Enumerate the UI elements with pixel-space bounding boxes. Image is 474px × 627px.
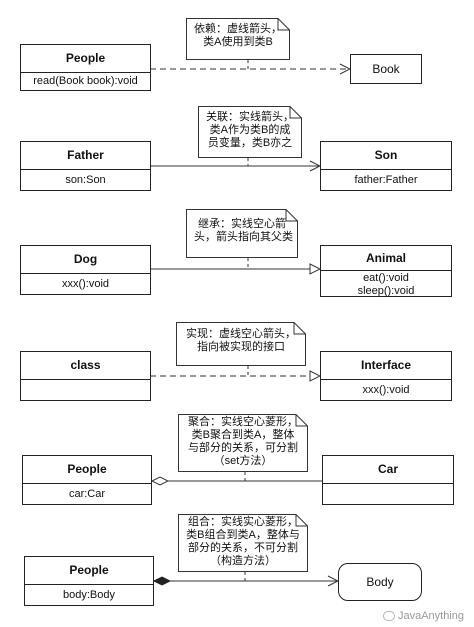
note-line: （set方法） (213, 455, 273, 467)
note-line: 员变量，类B亦之 (207, 137, 293, 149)
note-line: 类B聚合到类A，整体 (191, 429, 295, 441)
note-line: 与部分的关系，可分割 (188, 442, 298, 454)
class-attribute: son:Son (65, 174, 106, 186)
class-name: Book (372, 62, 400, 76)
note-line: 组合：实线实心菱形， (188, 516, 298, 528)
dog-class: Dog xxx():void (20, 245, 151, 295)
aggregation-note: 聚合：实线空心菱形， 类B聚合到类A，整体 与部分的关系，可分割 （set方法） (178, 414, 308, 472)
class-name: Dog (21, 246, 150, 274)
aggregation-diamond (150, 476, 170, 486)
class-attributes: eat():void sleep():void (321, 271, 451, 298)
note-line: 依赖：虚线箭头， (194, 23, 282, 35)
watermark-text: JavaAnything (397, 610, 464, 622)
car-class: Car (322, 455, 454, 505)
father-class: Father son:Son (20, 141, 151, 191)
note-fold-icon (293, 322, 306, 335)
body-class: Body (338, 563, 422, 601)
class-attributes: father:Father (321, 170, 451, 187)
class-attribute: eat():void (363, 272, 409, 284)
class-name: People (21, 45, 150, 73)
class-name: Animal (321, 246, 451, 271)
class-attributes (323, 484, 453, 487)
class-attributes: son:Son (21, 170, 150, 187)
watermark: JavaAnything (382, 610, 464, 622)
note-outline (198, 106, 302, 158)
realization-note: 实现：虚线空心箭头， 指向被实现的接口 (176, 322, 306, 366)
dependency-note: 依赖：虚线箭头， 类A使用到类B (186, 18, 290, 60)
people-class-composition: People body:Body (24, 556, 154, 606)
note-line: 指向被实现的接口 (197, 341, 285, 353)
note-fold-icon (289, 106, 302, 119)
note-outline (176, 322, 306, 366)
class-attribute: sleep():void (357, 285, 415, 297)
people-class-dependency: People read(Book book):void (20, 44, 151, 91)
class-attributes (21, 380, 150, 396)
class-attribute: read(Book book):void (33, 75, 138, 87)
class-name: Car (323, 456, 453, 484)
class-attributes: xxx():void (21, 274, 150, 291)
interface-class: Interface xxx():void (320, 351, 452, 401)
composition-diamond (152, 576, 172, 586)
class-attributes: car:Car (23, 484, 151, 501)
note-outline (186, 18, 290, 60)
book-class: Book (350, 54, 422, 84)
class-name: class (21, 352, 150, 380)
class-name: Son (321, 142, 451, 170)
class-name: People (23, 456, 151, 484)
association-note: 关联：实线箭头， 类A作为类B的成 员变量，类B亦之 (198, 106, 302, 158)
class-name: Father (21, 142, 150, 170)
class-class: class (20, 351, 151, 401)
class-attribute: body:Body (63, 589, 115, 601)
note-line: 聚合：实线空心菱形， (188, 416, 298, 428)
son-class: Son father:Father (320, 141, 452, 191)
animal-class: Animal eat():void sleep():void (320, 245, 452, 297)
people-class-aggregation: People car:Car (22, 455, 152, 505)
note-line: 部分的关系，不可分割 (188, 542, 298, 554)
note-fold-icon (277, 18, 290, 31)
class-name: Interface (321, 352, 451, 380)
class-attribute: xxx():void (362, 384, 410, 396)
class-attributes: xxx():void (321, 380, 451, 397)
note-line: 类A使用到类B (203, 36, 273, 48)
wechat-icon (382, 611, 395, 621)
note-line: 头，箭头指向其父类 (194, 231, 293, 243)
class-attribute: father:Father (354, 174, 418, 186)
note-line: 类A作为类B的成 (209, 124, 291, 136)
composition-note: 组合：实线实心菱形， 类B组合到类A，整体与 部分的关系，不可分割 （构造方法） (178, 514, 308, 572)
note-line: 关联：实线箭头， (206, 111, 294, 123)
note-outline (178, 514, 308, 572)
class-attribute (21, 383, 150, 396)
note-line: 实现：虚线空心箭头， (186, 328, 296, 340)
class-attribute: xxx():void (61, 278, 110, 290)
note-fold-icon (295, 514, 308, 527)
class-name: Body (366, 575, 394, 589)
class-attribute: car:Car (68, 488, 106, 500)
note-line: （构造方法） (210, 555, 276, 567)
inheritance-note: 继承：实线空心箭 头，箭头指向其父类 (186, 209, 298, 258)
note-fold-icon (285, 209, 298, 222)
class-name: People (25, 557, 153, 585)
class-attributes: body:Body (25, 585, 153, 602)
note-fold-icon (295, 414, 308, 427)
note-outline (186, 209, 298, 258)
note-line: 类B组合到类A，整体与 (186, 529, 300, 541)
note-line: 继承：实线空心箭 (198, 218, 286, 230)
note-outline (178, 414, 308, 472)
class-attributes: read(Book book):void (21, 73, 150, 88)
